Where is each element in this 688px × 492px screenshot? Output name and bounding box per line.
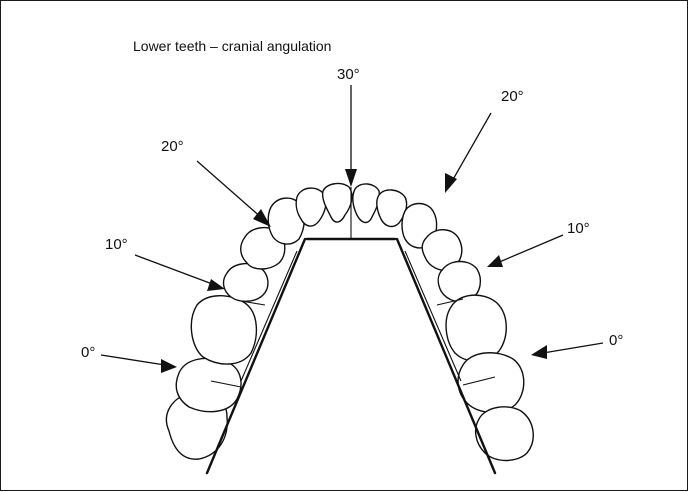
tooth-left-central-incisor <box>323 184 352 223</box>
tooth-right-molar-3 <box>476 407 534 461</box>
diagram-title: Lower teeth – cranial angulation <box>133 38 331 54</box>
arrow-right-20 <box>451 113 491 183</box>
tooth-right-molar-2 <box>458 353 524 413</box>
angle-label-left-20: 20° <box>161 138 184 155</box>
arrow-left-10-head <box>207 279 225 291</box>
angle-label-right-10: 10° <box>567 220 590 237</box>
arrow-left-0 <box>101 355 165 365</box>
angle-label-left-0: 0° <box>81 344 95 361</box>
arrow-left-20 <box>197 161 263 219</box>
tooth-left-molar-1 <box>191 296 256 364</box>
angle-label-left-10: 10° <box>105 236 128 253</box>
arrow-center-head <box>345 169 357 187</box>
beam-arrows <box>101 85 603 373</box>
angle-label-right-0: 0° <box>609 332 623 349</box>
arrow-right-10 <box>497 235 563 263</box>
arrow-right-0 <box>543 343 603 353</box>
arrow-left-10 <box>135 255 215 285</box>
arrow-left-0-head <box>161 359 177 373</box>
arrow-right-10-head <box>487 255 503 267</box>
tooth-right-central-incisor <box>353 184 380 223</box>
arrow-right-0-head <box>531 345 547 359</box>
angle-label-center: 30° <box>337 66 360 83</box>
lower-teeth-right <box>353 184 533 461</box>
angle-label-right-20: 20° <box>501 88 524 105</box>
lower-teeth-left <box>166 184 351 460</box>
tooth-right-molar-1 <box>446 295 506 361</box>
angle-labels: 30° 20° 20° 10° 10° 0° 0° <box>81 66 623 361</box>
